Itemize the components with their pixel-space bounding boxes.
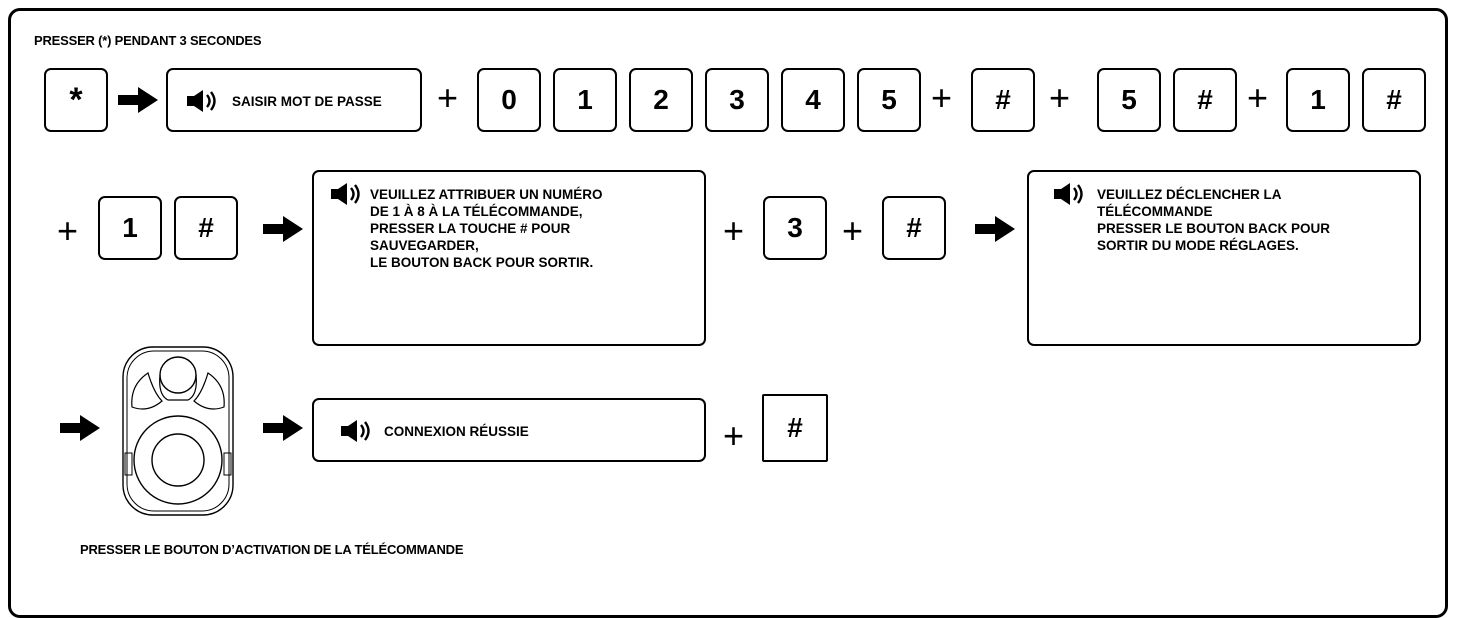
hash-key: # — [1173, 68, 1237, 132]
hash-key: # — [882, 196, 946, 260]
plus-sign: + — [723, 415, 745, 456]
hash-key: # — [174, 196, 238, 260]
trigger-remote-prompt-text: VEUILLEZ DÉCLENCHER LA TÉLÉCOMMANDE PRES… — [1097, 187, 1331, 253]
connection-success-prompt-text: CONNEXION RÉUSSIE — [384, 424, 529, 439]
key-5: 5 — [857, 68, 921, 132]
top-caption: PRESSER (*) PENDANT 3 SECONDES — [34, 33, 262, 48]
key-1-option: 1 — [98, 196, 162, 260]
password-prompt-box: SAISIR MOT DE PASSE — [166, 68, 422, 132]
plus-sign: + — [437, 77, 459, 118]
arrow-right-icon — [975, 216, 1015, 242]
trigger-remote-prompt-box: VEUILLEZ DÉCLENCHER LA TÉLÉCOMMANDE PRES… — [1027, 170, 1421, 346]
plus-sign: + — [931, 77, 953, 118]
key-3-position: 3 — [763, 196, 827, 260]
key-1-submenu: 1 — [1286, 68, 1350, 132]
plus-sign: + — [723, 210, 745, 251]
plus-sign: + — [1247, 77, 1269, 118]
hash-key: # — [971, 68, 1035, 132]
key-3: 3 — [705, 68, 769, 132]
plus-sign: + — [842, 210, 864, 251]
speaker-icon — [1053, 183, 1087, 205]
speaker-icon — [186, 90, 220, 112]
arrow-right-icon — [263, 415, 303, 441]
remote-control-icon — [122, 346, 234, 516]
arrow-right-icon — [263, 216, 303, 242]
key-2: 2 — [629, 68, 693, 132]
key-1: 1 — [553, 68, 617, 132]
key-4: 4 — [781, 68, 845, 132]
key-0: 0 — [477, 68, 541, 132]
arrow-right-icon — [60, 415, 100, 441]
assign-number-prompt-text: VEUILLEZ ATTRIBUER UN NUMÉRO DE 1 À 8 À … — [370, 187, 603, 270]
assign-number-prompt-box: VEUILLEZ ATTRIBUER UN NUMÉRO DE 1 À 8 À … — [312, 170, 706, 346]
plus-sign: + — [57, 210, 79, 251]
star-key: * — [44, 68, 108, 132]
hash-key: # — [1362, 68, 1426, 132]
bottom-caption: PRESSER LE BOUTON D’ACTIVATION DE LA TÉL… — [80, 542, 464, 557]
hash-key: # — [762, 394, 828, 462]
speaker-icon — [340, 420, 374, 442]
connection-success-prompt-box: CONNEXION RÉUSSIE — [312, 398, 706, 462]
plus-sign: + — [1049, 77, 1071, 118]
key-5-menu: 5 — [1097, 68, 1161, 132]
speaker-icon — [330, 183, 364, 205]
password-prompt-text: SAISIR MOT DE PASSE — [232, 94, 382, 109]
arrow-right-icon — [118, 87, 158, 113]
